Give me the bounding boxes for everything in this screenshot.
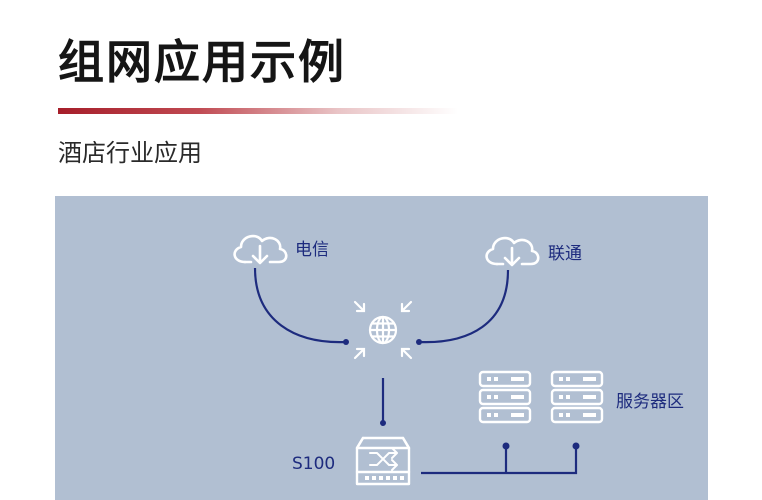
junction-dot [343,339,349,345]
isp-label-liantong: 联通 [548,244,582,264]
junction-dot [572,442,580,450]
junction-dot [416,339,422,345]
isp-label-dianxin: 电信 [295,240,329,260]
switch-label: S100 [292,454,336,474]
cloud-download-icon [233,234,288,265]
junction-dot [380,420,386,426]
page-title: 组网应用示例 [58,35,346,89]
network-diagram [233,234,604,486]
network-diagram-panel: 电信 联通 服务器区 S100 [55,196,708,500]
cloud-download-icon [485,236,540,267]
switch-icon [355,436,411,486]
server-rack-icon [478,370,532,424]
server-rack-icon [550,370,604,424]
link-dianxin-to-internet [253,267,347,344]
page-subtitle: 酒店行业应用 [58,139,202,167]
link-switch-to-servers [421,448,578,475]
globe-icon [353,300,413,360]
link-liantong-to-internet [418,269,510,344]
server-zone-label: 服务器区 [616,392,684,412]
connection-lines [253,267,578,475]
connection-dots [343,339,580,450]
junction-dot [502,442,510,450]
title-divider [58,108,458,114]
